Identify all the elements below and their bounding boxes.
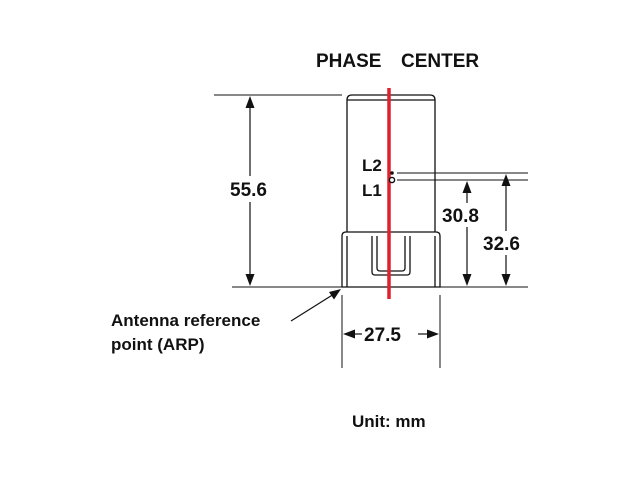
arp-label-line1: Antenna reference <box>111 311 260 330</box>
height-total-label: 55.6 <box>230 180 267 201</box>
l2-height-arrow-down-icon <box>501 274 511 286</box>
l1-height-dimension <box>462 181 472 286</box>
width-arrow-right-icon <box>427 329 439 339</box>
antenna-body <box>341 94 441 288</box>
height-label-bg <box>228 176 272 202</box>
antenna-base <box>341 231 441 288</box>
l1-height-label-bg <box>440 203 490 227</box>
l2-height-dimension <box>501 174 511 286</box>
connector-slot-inner <box>376 236 406 272</box>
width-arrow-left-icon <box>343 329 355 339</box>
l2-height-label-bg <box>481 231 531 255</box>
l1-marker-icon <box>388 176 396 184</box>
l1-label: L1 <box>362 181 382 200</box>
phase-l1-height-label: 30.8 <box>442 206 479 227</box>
arp-arrow-icon <box>329 289 341 300</box>
phase-l2-height-label: 32.6 <box>483 234 520 255</box>
connector-slot <box>371 236 411 276</box>
unit-label: Unit: mm <box>352 412 426 431</box>
width-dimension <box>343 329 439 339</box>
title-phase: PHASE <box>316 51 381 72</box>
arp-leader-line <box>290 293 335 322</box>
antenna-upper-cylinder <box>346 94 436 232</box>
l2-marker-icon <box>390 171 394 175</box>
width-label: 27.5 <box>364 325 401 346</box>
l1-height-arrow-up-icon <box>462 181 472 193</box>
height-arrow-up-icon <box>245 96 255 108</box>
arp-label-line2: point (ARP) <box>111 335 204 354</box>
height-arrow-down-icon <box>245 274 255 286</box>
l1-height-arrow-down-icon <box>462 274 472 286</box>
l2-label: L2 <box>362 156 382 175</box>
l2-height-arrow-up-icon <box>501 174 511 186</box>
arp-leader <box>290 289 341 322</box>
title-center: CENTER <box>401 51 479 72</box>
